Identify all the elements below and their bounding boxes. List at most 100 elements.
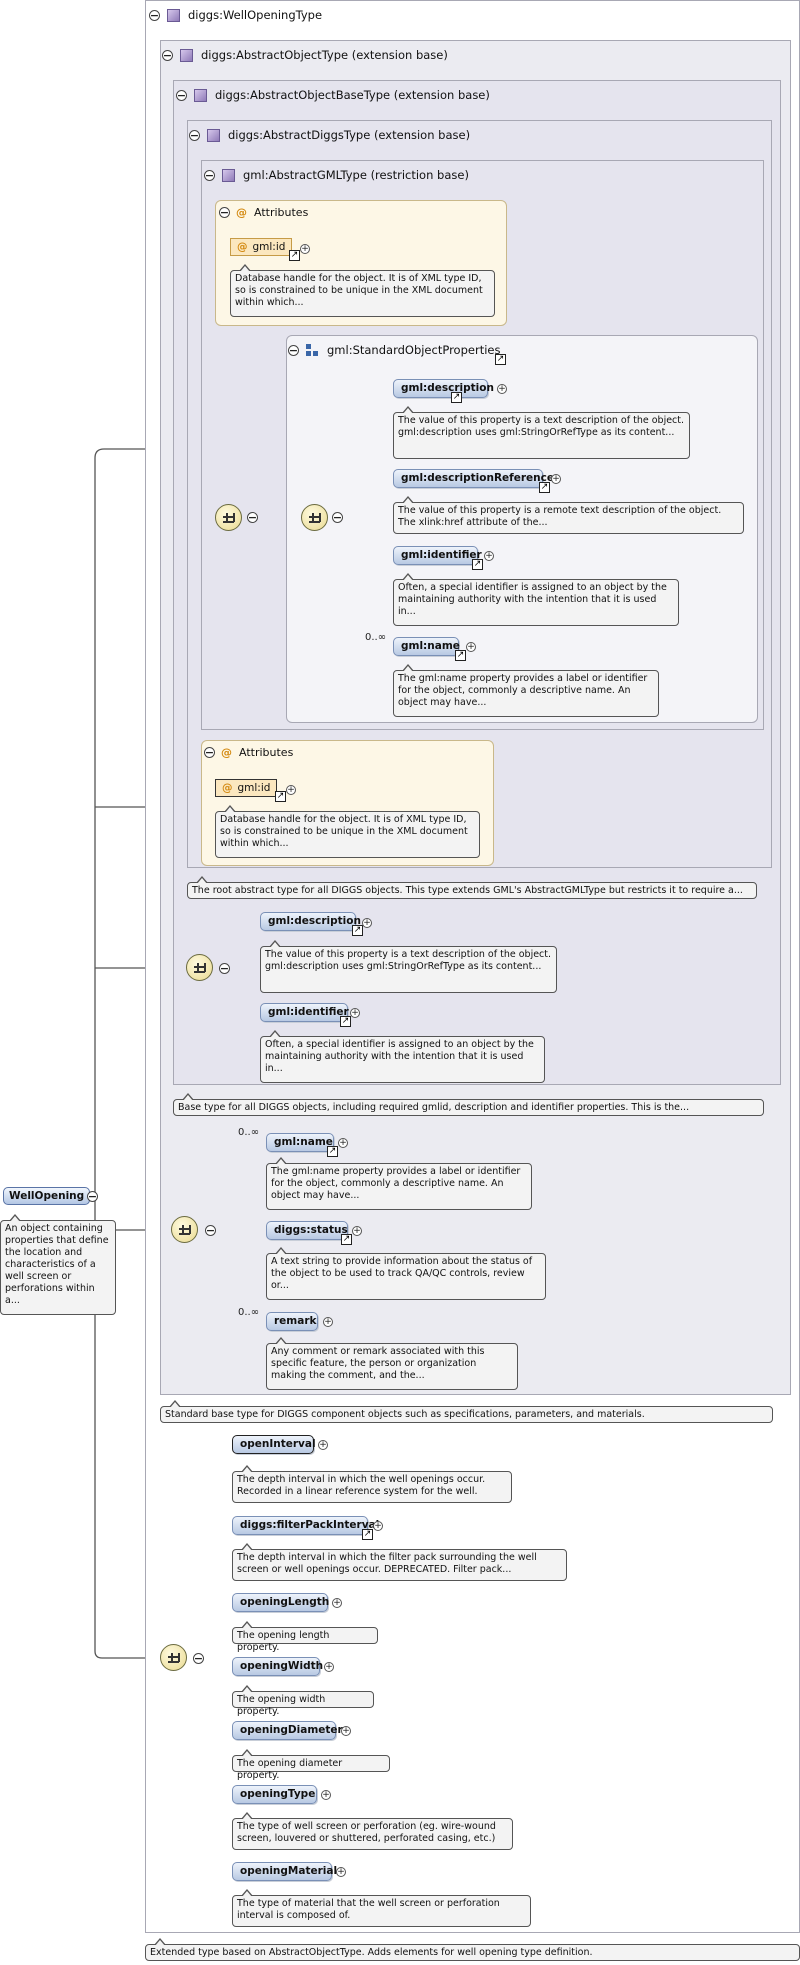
collapse-toggle[interactable]: − [247,511,258,524]
type-name: diggs:WellOpeningType [188,8,323,22]
expand-plus-icon[interactable]: + [286,785,296,795]
expand-plus-icon[interactable]: + [338,1138,348,1148]
collapse-toggle[interactable]: − [176,88,187,102]
collapse-toggle[interactable]: − [162,48,173,62]
group-header-standard-object-properties: − gml:StandardObjectProperties [288,343,500,357]
expand-plus-icon[interactable]: + [484,551,494,561]
collapse-toggle[interactable]: − [219,962,230,975]
occurrence-label: 0..∞ [238,1127,260,1138]
expand-plus-icon[interactable]: + [321,1790,331,1800]
element-opening-diameter[interactable]: openingDiameter [232,1721,343,1740]
reference-arrow-icon[interactable]: ↗ [352,925,363,936]
expand-plus-icon[interactable]: + [497,384,507,394]
documentation-note: The gml:name property provides a label o… [393,664,659,717]
element-diggs-status[interactable]: diggs:status [266,1221,348,1240]
collapse-toggle[interactable]: − [205,1224,216,1237]
attribute-gml-id[interactable]: @ gml:id [230,238,293,256]
reference-arrow-icon[interactable]: ↗ [451,392,462,403]
reference-arrow-icon[interactable]: ↗ [539,482,550,493]
expand-plus-icon[interactable]: + [318,1440,328,1450]
expand-plus-icon[interactable]: + [336,1867,346,1877]
documentation-note: Database handle for the object. It is of… [215,805,480,858]
collapse-toggle[interactable]: − [149,8,160,22]
group-icon [306,343,319,357]
reference-arrow-icon[interactable]: ↗ [455,650,466,661]
collapse-toggle[interactable]: − [219,206,230,219]
element-gml-identifier[interactable]: gml:identifier [393,546,482,565]
element-gml-identifier[interactable]: gml:identifier [260,1003,349,1022]
element-gml-description[interactable]: gml:description [393,379,494,398]
expand-plus-icon[interactable]: + [466,642,476,652]
type-documentation-note: Extended type based on AbstractObjectTyp… [145,1938,800,1961]
expand-plus-icon[interactable]: + [332,1598,342,1608]
type-header-abstract-object-base: − diggs:AbstractObjectBaseType (extensio… [176,88,490,102]
collapse-toggle[interactable]: − [189,128,200,142]
documentation-note: The depth interval in which the well ope… [232,1465,512,1503]
reference-arrow-icon[interactable]: ↗ [289,250,300,261]
reference-arrow-icon[interactable]: ↗ [472,559,483,570]
element-filter-pack-interval[interactable]: diggs:filterPackInterval [232,1516,379,1535]
complex-type-icon [167,8,180,22]
documentation-note: The value of this property is a remote t… [393,496,744,534]
element-remark[interactable]: remark [266,1312,318,1331]
collapse-toggle[interactable]: − [87,1190,98,1203]
expand-plus-icon[interactable]: + [350,1008,360,1018]
attribute-name: gml:id [252,241,286,253]
type-name: gml:AbstractGMLType (restriction base) [243,168,469,182]
sequence-compositor-icon [186,954,213,981]
expand-plus-icon[interactable]: + [362,918,372,928]
attribute-icon: @ [236,206,247,219]
attribute-gml-id[interactable]: @gml:id [215,779,278,797]
type-header-abstract-object: − diggs:AbstractObjectType (extension ba… [162,48,448,62]
root-element-well-opening[interactable]: WellOpening [3,1187,91,1205]
element-opening-length[interactable]: openingLength [232,1593,329,1612]
documentation-note: The gml:name property provides a label o… [266,1157,532,1210]
collapse-toggle[interactable]: − [288,343,299,357]
element-opening-width[interactable]: openingWidth [232,1657,323,1676]
expand-plus-icon[interactable]: + [300,244,310,254]
expand-plus-icon[interactable]: + [373,1521,383,1531]
type-documentation-note: Standard base type for DIGGS component o… [160,1400,773,1423]
reference-arrow-icon[interactable]: ↗ [362,1529,373,1540]
attributes-header: − @ Attributes [219,206,308,219]
reference-arrow-icon[interactable]: ↗ [327,1146,338,1157]
type-header-well-opening: − diggs:WellOpeningType [149,8,322,22]
documentation-note: The value of this property is a text des… [260,940,557,993]
reference-arrow-icon[interactable]: ↗ [340,1016,351,1027]
attribute-name: gml:id [237,782,271,794]
type-name: diggs:AbstractObjectType (extension base… [201,48,448,62]
expand-plus-icon[interactable]: + [324,1662,334,1672]
complex-type-icon [194,88,207,102]
element-gml-description-reference[interactable]: gml:descriptionReference [393,469,554,488]
type-documentation-note: The root abstract type for all DIGGS obj… [187,876,757,899]
documentation-note: The type of material that the well scree… [232,1889,531,1927]
expand-plus-icon[interactable]: + [551,474,561,484]
element-opening-type[interactable]: openingType [232,1785,317,1804]
sequence-compositor-icon [160,1644,187,1671]
expand-plus-icon[interactable]: + [341,1726,351,1736]
sequence-compositor-icon [215,504,242,531]
element-gml-name[interactable]: gml:name [266,1133,334,1152]
expand-plus-icon[interactable]: + [323,1317,333,1327]
documentation-note: The value of this property is a text des… [393,406,690,459]
element-open-interval[interactable]: openInterval [232,1435,316,1454]
element-gml-name[interactable]: gml:name [393,637,460,656]
expand-plus-icon[interactable]: + [352,1226,362,1236]
occurrence-label: 0..∞ [365,632,387,643]
element-gml-description[interactable]: gml:description [260,912,361,931]
collapse-toggle[interactable]: − [204,746,215,759]
documentation-note: The type of well screen or perforation (… [232,1812,513,1850]
collapse-toggle[interactable]: − [204,168,215,182]
type-name: diggs:AbstractDiggsType (extension base) [228,128,471,142]
reference-arrow-icon[interactable]: ↗ [495,354,506,365]
documentation-note: A text string to provide information abo… [266,1247,546,1300]
reference-arrow-icon[interactable]: ↗ [341,1234,352,1245]
attribute-icon: @ [237,241,248,253]
collapse-toggle[interactable]: − [332,511,343,524]
documentation-note: Often, a special identifier is assigned … [260,1030,545,1083]
type-documentation-note: Base type for all DIGGS objects, includi… [173,1093,764,1116]
element-opening-material[interactable]: openingMaterial [232,1862,337,1881]
documentation-note: The opening diameter property. [232,1749,390,1781]
reference-arrow-icon[interactable]: ↗ [275,791,286,802]
collapse-toggle[interactable]: − [193,1652,204,1665]
